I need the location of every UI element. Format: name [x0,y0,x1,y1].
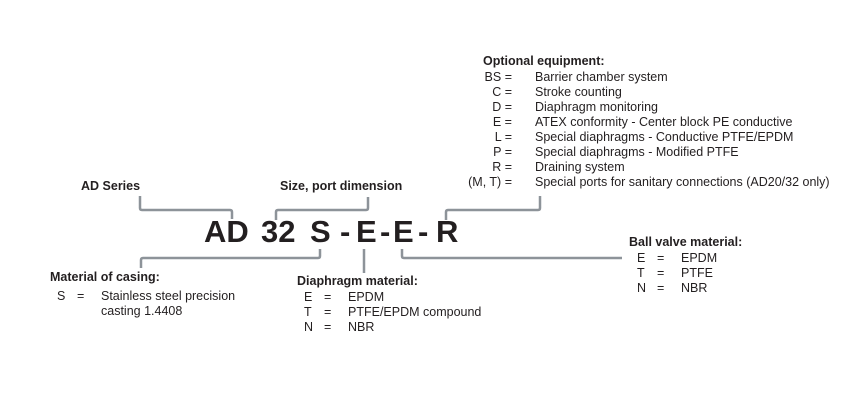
code-optional: R [436,214,459,249]
diaphragm-value: EPDM [348,290,385,304]
diaphragm-eq: = [324,320,332,334]
option-value: Special diaphragms - Conductive PTFE/EPD… [535,130,794,144]
option-value: ATEX conformity - Center block PE conduc… [535,115,793,129]
option-value: Draining system [535,160,625,174]
ballvalve-key: T [637,266,645,280]
option-key: R = [492,160,512,174]
list-item: L = Special diaphragms - Conductive PTFE/… [440,130,860,145]
ballvalve-value: EPDM [681,251,718,265]
list-item: D = Diaphragm monitoring [440,100,860,115]
ballvalve-value: PTFE [681,266,713,280]
diaphragm-key: N [304,320,314,334]
optional-title: Optional equipment: [483,54,605,68]
ballvalve-key: E [637,251,646,265]
option-value: Diaphragm monitoring [535,100,658,114]
code-diaphragm: E [356,214,377,249]
casing-value: Stainless steel precision [101,289,236,303]
diaphragm-value: NBR [348,320,375,334]
option-key: (M, T) = [468,175,512,189]
optional-list: BS = Barrier chamber system C = Stroke cou… [440,70,860,190]
option-value: Barrier chamber system [535,70,668,84]
option-key: P = [493,145,512,159]
code-casing: S [310,214,331,249]
casing-value-line2: casting 1.4408 [101,304,183,318]
size-connector [274,197,370,220]
list-item: R = Draining system [440,160,860,175]
diaphragm-key: E [304,290,313,304]
size-label: Size, port dimension [280,179,403,193]
option-value: Stroke counting [535,85,622,99]
list-item: C = Stroke counting [440,85,860,100]
ballvalve-key: N [637,281,647,295]
casing-title: Material of casing: [50,270,160,284]
code-dash: - [418,214,429,249]
ballvalve-eq: = [657,281,665,295]
diaphragm-eq: = [324,305,332,319]
list-item: BS = Barrier chamber system [440,70,860,85]
ballvalve-eq: = [657,251,665,265]
code-size: 32 [261,214,296,249]
option-key: D = [492,100,512,114]
ballvalve-title: Ball valve material: [629,235,743,249]
option-key: L = [494,130,512,144]
option-value: Special ports for sanitary connections (… [535,175,830,189]
list-item: (M, T) = Special ports for sanitary conne… [440,175,860,190]
code-dash: - [340,214,351,249]
diaphragm-eq: = [324,290,332,304]
list-item: P = Special diaphragms - Modified PTFE [440,145,860,160]
ballvalve-connector [400,249,622,260]
option-key: E = [492,115,512,129]
option-key: BS = [484,70,512,84]
code-ballvalve: E [393,214,414,249]
list-item: E = ATEX conformity - Center block PE con… [440,115,860,130]
option-key: C = [492,85,512,99]
code-series: AD [204,214,249,249]
diaphragm-title: Diaphragm material: [297,274,418,288]
series-connector [138,196,234,219]
option-value: Special diaphragms - Modified PTFE [535,145,739,159]
casing-eq: = [77,289,85,303]
ballvalve-eq: = [657,266,665,280]
diaphragm-value: PTFE/EPDM compound [348,305,482,319]
casing-connector [139,249,322,268]
casing-key: S [57,289,66,303]
optional-connector [444,196,542,220]
series-label: AD Series [81,179,141,193]
diaphragm-key: T [304,305,312,319]
ballvalve-value: NBR [681,281,708,295]
code-dash: - [380,214,391,249]
